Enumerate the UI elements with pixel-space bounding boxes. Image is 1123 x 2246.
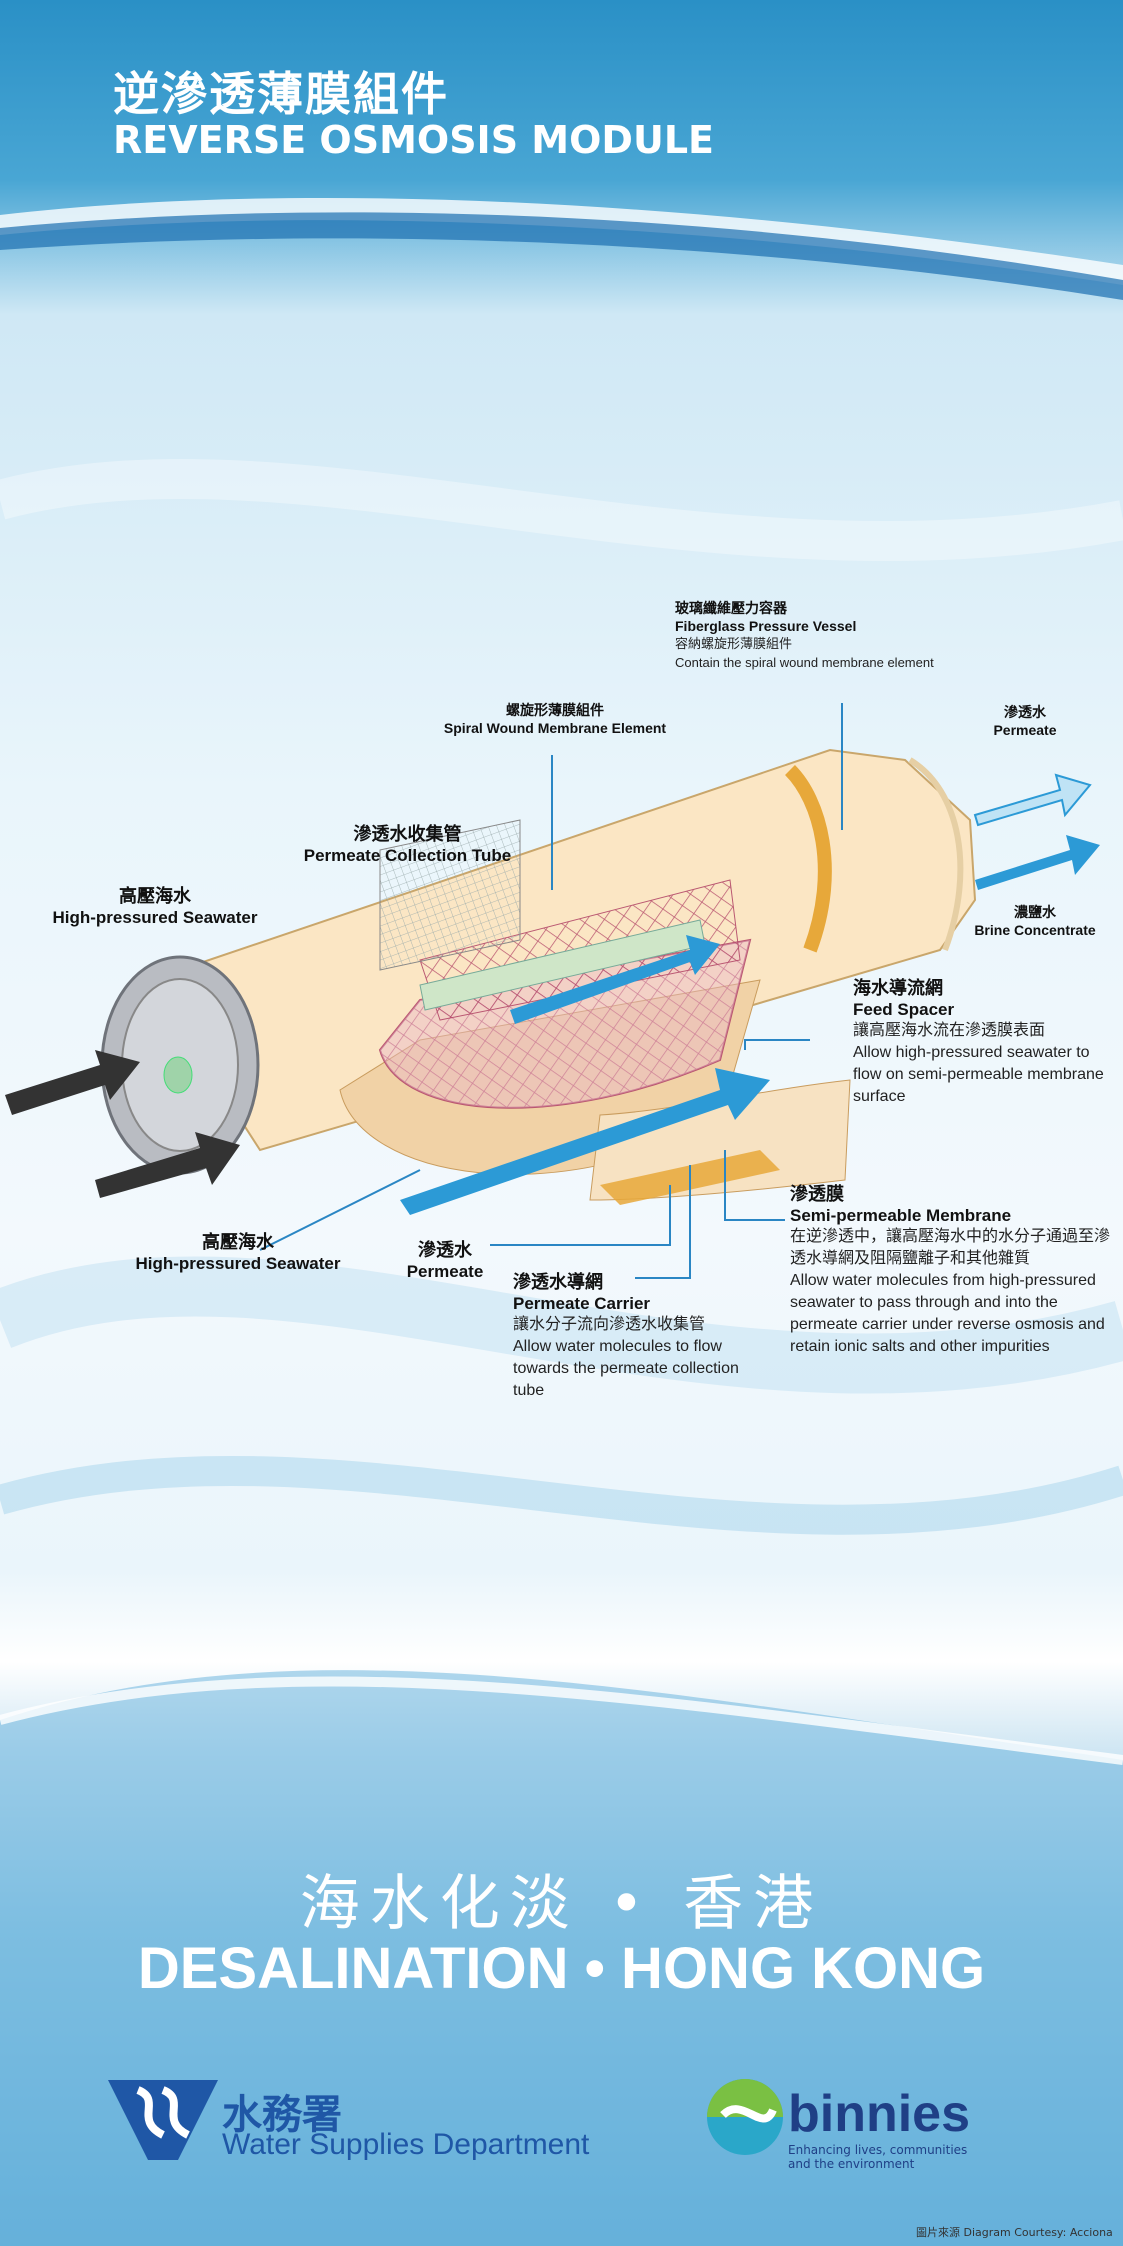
label-spiral-wound: 螺旋形薄膜組件 Spiral Wound Membrane Element (443, 702, 667, 736)
binnies-wordmark: binnies (788, 2085, 971, 2143)
binnies-tagline: Enhancing lives, communities and the env… (788, 2143, 968, 2171)
binnies-logo-icon (707, 2079, 783, 2155)
tagline-zh: 海水化淡 • 香港 (299, 1869, 824, 1939)
label-pressure-vessel: 玻璃纖維壓力容器 Fiberglass Pressure Vessel 容納螺旋… (675, 600, 934, 670)
label-seawater-bottom: 高壓海水 High-pressured Seawater (135, 1232, 341, 1273)
leader-lines (259, 703, 843, 1279)
label-collection-tube: 滲透水收集管 Permeate Collection Tube (303, 824, 512, 865)
label-feed-spacer: 海水導流網 Feed Spacer 讓高壓海水流在滲透膜表面 Allow hig… (853, 978, 1104, 1105)
label-seawater-top: 高壓海水 High-pressured Seawater (52, 886, 258, 927)
label-membrane: 滲透膜 Semi-permeable Membrane 在逆滲透中，讓高壓海水中… (790, 1184, 1111, 1355)
title-zh: 逆滲透薄膜組件 (113, 67, 449, 121)
end-cap (100, 955, 260, 1175)
tagline-en: DESALINATION • HONG KONG (137, 1936, 986, 2001)
outlet-arrows (973, 773, 1100, 890)
wsd-name-en: Water Supplies Department (222, 2128, 590, 2161)
title-en: REVERSE OSMOSIS MODULE (113, 118, 714, 162)
seawater-arrows (5, 935, 770, 1215)
diagram-credit: 圖片來源 Diagram Courtesy: Acciona (916, 2226, 1113, 2239)
label-permeate-bottom: 滲透水 Permeate (406, 1240, 484, 1281)
label-brine: 濃鹽水 Brine Concentrate (974, 904, 1096, 938)
wsd-name-zh: 水務署 (222, 2092, 342, 2138)
wsd-logo-icon (108, 2080, 218, 2160)
label-permeate-carrier: 滲透水導網 Permeate Carrier 讓水分子流向滲透水收集管 Allo… (513, 1272, 739, 1399)
label-permeate-top: 滲透水 Permeate (993, 704, 1057, 738)
